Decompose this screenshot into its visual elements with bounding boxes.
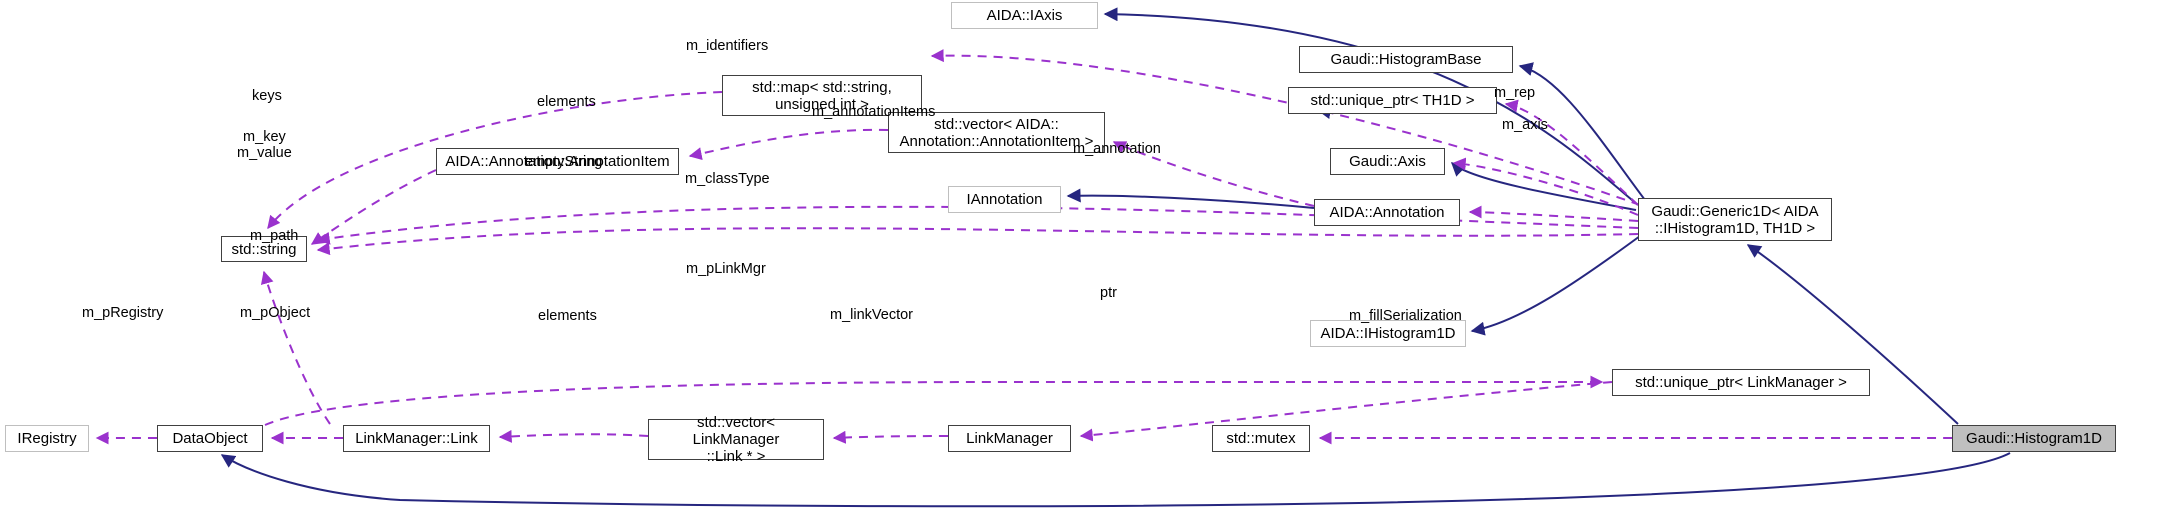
edge-label-lbl_ptr: ptr [1100,285,1117,301]
class-node-gaudiaxis[interactable]: Gaudi::Axis [1330,148,1445,175]
edge-veclmlink-lmlink [498,429,649,443]
class-node-vec_lmlink[interactable]: std::vector< LinkManager ::Link * > [648,414,824,465]
class-node-histogram1d[interactable]: Gaudi::Histogram1D [1952,425,2116,452]
edge-label-lbl_m_rep: m_rep [1494,85,1536,101]
edge-generic1d-gaudiaxis-inh [1450,162,1637,211]
edge-annitem-stdstring [310,169,437,245]
edge-generic1d-ihistogram1d [1470,235,1641,336]
edge-histogram1d-generic1d [1746,244,1959,425]
edge-label-lbl_m_key_m_value: m_key m_value [237,129,292,161]
edge-label-lbl_m_fillSerialization: m_fillSerialization [1349,308,1462,324]
class-node-iannotation[interactable]: IAnnotation [948,186,1061,213]
edge-label-lbl_m_linkVector: m_linkVector [830,307,914,323]
edge-linkmanager-veclmlink [832,430,949,444]
inheritance-edges [220,7,2011,508]
class-node-map[interactable]: std::map< std::string, unsigned int > [722,75,922,116]
edge-histogram1d-dataobject [220,452,2011,508]
class-node-uptr_th1d[interactable]: std::unique_ptr< TH1D > [1288,87,1497,114]
edge-vecannit-annitem [688,128,889,161]
class-node-iaxis[interactable]: AIDA::IAxis [951,2,1098,29]
class-node-annotation[interactable]: AIDA::Annotation [1314,199,1460,226]
class-node-linkmanager[interactable]: LinkManager [948,425,1071,452]
edge-annotation-iannotation [1066,188,1315,209]
edge-stub-unused [1316,105,1332,119]
class-node-ihist1d[interactable]: AIDA::IHistogram1D [1310,320,1466,347]
class-node-generic1d[interactable]: Gaudi::Generic1D< AIDA ::IHistogram1D, T… [1638,198,1832,241]
edge-label-lbl_emptyString: emptyString [525,154,603,170]
edge-label-lbl_m_annotation: m_annotation [1073,141,1161,157]
edge-dataobject-stdstring-mpath [260,270,331,425]
edge-generic1d-gaudiaxis [1452,157,1639,216]
class-node-dataobject[interactable]: DataObject [157,425,263,452]
edge-label-lbl_m_pObject: m_pObject [240,305,311,321]
edge-generic1d-histogrambase [1518,62,1646,201]
edge-label-lbl_m_pRegistry: m_pRegistry [82,305,164,321]
edge-generic1d-annotation [1468,205,1639,222]
class-node-stdmutex[interactable]: std::mutex [1212,425,1310,452]
edge-dataobject-uptrlm [264,375,1604,426]
class-node-iregistry[interactable]: IRegistry [5,425,89,452]
class-node-uptr_lm[interactable]: std::unique_ptr< LinkManager > [1612,369,1870,396]
edge-label-lbl_m_axis: m_axis [1502,117,1548,133]
class-node-histbase[interactable]: Gaudi::HistogramBase [1299,46,1513,73]
edge-label-lbl_elements_link: elements [538,308,597,324]
edge-label-lbl_m_pLinkMgr: m_pLinkMgr [686,261,766,277]
edge-label-lbl_m_annotationItems: m_annotationItems [812,104,936,120]
class-node-stdstring[interactable]: std::string [221,236,307,262]
edge-uptrlm-linkmanager [1079,381,1613,442]
edge-generic1d-stdstring-classtype [316,227,1639,256]
edge-label-lbl_keys: keys [252,88,282,104]
edge-label-lbl_m_identifiers: m_identifiers [686,38,769,54]
class-node-lmlink[interactable]: LinkManager::Link [343,425,490,452]
edge-label-lbl_m_path: m_path [250,228,299,244]
edge-label-lbl_elements_annit: elements [537,94,596,110]
edge-label-lbl_m_classType: m_classType [685,171,770,187]
